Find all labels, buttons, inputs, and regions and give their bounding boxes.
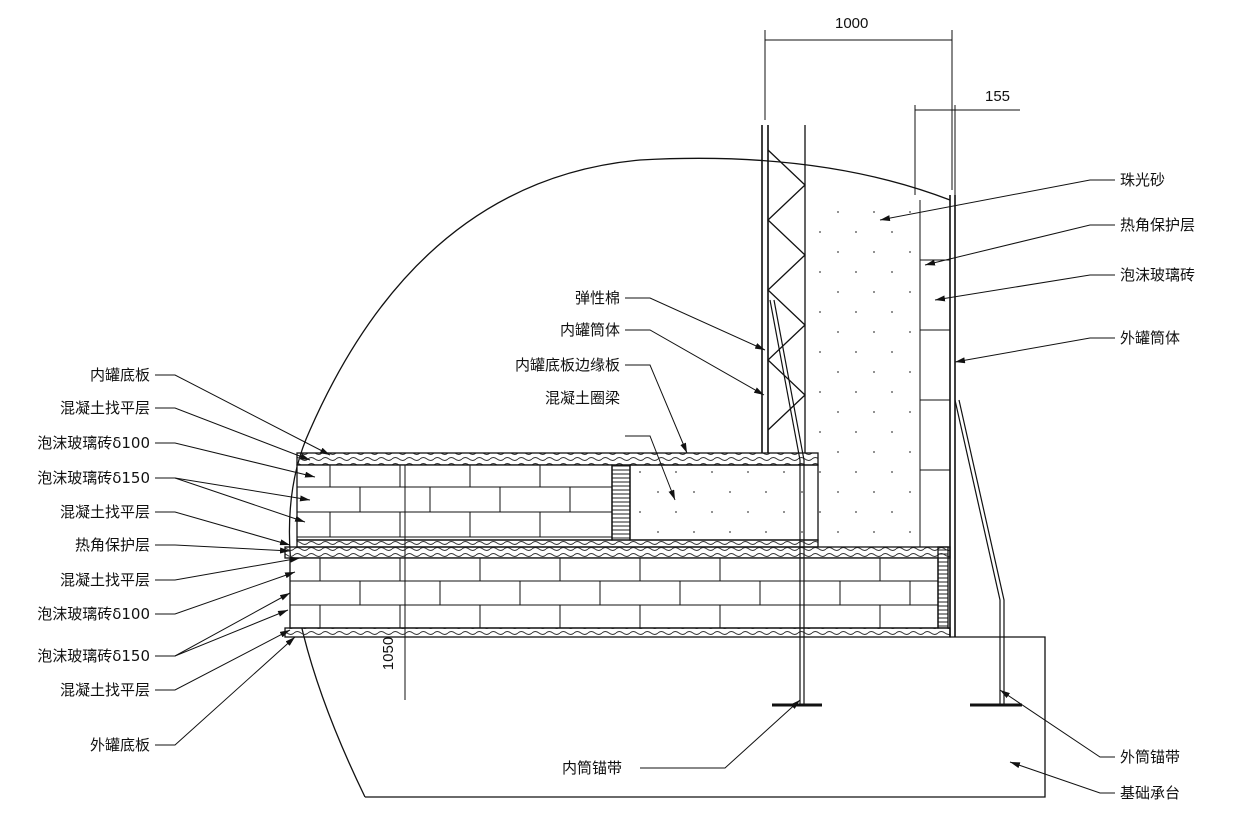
label-outer-bottom-plate: 外罐底板 bbox=[89, 736, 150, 754]
outer-tank-wall bbox=[949, 195, 956, 637]
inner-anchor-strap bbox=[769, 299, 805, 705]
left-leaders bbox=[155, 374, 331, 746]
label-foam-glass: 泡沫玻璃砖 bbox=[1120, 266, 1196, 284]
label-leveling-4: 混凝土找平层 bbox=[59, 681, 150, 699]
thermal-corner-protection bbox=[284, 546, 951, 559]
lower-hatched-edge bbox=[937, 546, 949, 629]
label-leveling-3: 混凝土找平层 bbox=[59, 571, 150, 589]
elastic-felt bbox=[767, 125, 806, 453]
label-elastic-felt: 弹性棉 bbox=[574, 289, 620, 307]
label-inner-tank-shell: 内罐筒体 bbox=[559, 321, 620, 339]
perlite-fill bbox=[805, 200, 920, 540]
foundation-outline bbox=[365, 636, 1046, 798]
label-leveling-2: 混凝土找平层 bbox=[59, 503, 150, 521]
lower-foam-glass bbox=[289, 557, 939, 629]
label-thermal-protection-right: 热角保护层 bbox=[1120, 216, 1196, 234]
label-annular-plate: 内罐底板边缘板 bbox=[514, 356, 620, 374]
label-foam-150-2: 泡沫玻璃砖δ150 bbox=[37, 647, 150, 665]
dim-155 bbox=[914, 105, 1020, 195]
outer-anchor-strap bbox=[954, 399, 1005, 705]
upper-bottom-leveling bbox=[296, 539, 819, 548]
hatched-strip bbox=[611, 464, 631, 541]
dim-155-label: 155 bbox=[985, 88, 1011, 105]
inner-tank-wall bbox=[761, 125, 769, 453]
upper-brick-joints bbox=[297, 465, 612, 538]
label-inner-anchor: 内筒锚带 bbox=[562, 759, 623, 777]
dim-1050-label: 1050 bbox=[380, 636, 398, 671]
label-inner-bottom-plate: 内罐底板 bbox=[89, 366, 150, 384]
middle-leaders bbox=[625, 297, 801, 769]
right-leaders bbox=[879, 179, 1115, 794]
upper-foam-glass bbox=[296, 464, 613, 541]
label-ring-beam: 混凝土圈梁 bbox=[544, 389, 620, 407]
concrete-ring-beam bbox=[629, 464, 819, 541]
label-foam-100-1: 泡沫玻璃砖δ100 bbox=[37, 434, 150, 452]
foam-glass-wall bbox=[919, 200, 950, 547]
dim-1000-label: 1000 bbox=[835, 15, 869, 32]
label-leveling-1: 混凝土找平层 bbox=[59, 399, 150, 417]
inner-bottom-leveling-layer bbox=[296, 452, 819, 466]
label-foam-150-1: 泡沫玻璃砖δ150 bbox=[37, 469, 150, 487]
label-outer-anchor: 外筒锚带 bbox=[1120, 748, 1181, 766]
outer-bottom-plate bbox=[284, 627, 951, 638]
label-outer-tank-shell: 外罐筒体 bbox=[1120, 329, 1181, 347]
label-perlite: 珠光砂 bbox=[1120, 171, 1166, 189]
label-foundation-cap: 基础承台 bbox=[1120, 784, 1181, 802]
label-thermal-protection: 热角保护层 bbox=[74, 536, 150, 554]
label-foam-100-2: 泡沫玻璃砖δ100 bbox=[37, 605, 150, 623]
lower-brick-joints bbox=[290, 558, 938, 628]
